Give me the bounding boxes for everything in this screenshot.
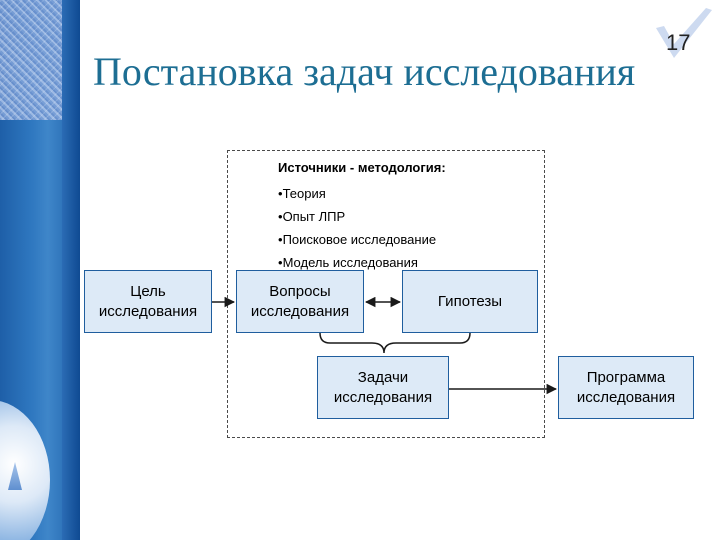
sources-item-label: Теория xyxy=(282,186,326,201)
methodology-region xyxy=(227,150,545,438)
sources-list: •Теория •Опыт ЛПР •Поисковое исследовани… xyxy=(278,186,446,278)
node-questions: Вопросы исследования xyxy=(236,270,364,333)
slide-title: Постановка задач исследования xyxy=(93,49,636,94)
sources-list-item: •Теория xyxy=(278,186,446,209)
bullet-icon: • xyxy=(278,186,283,201)
strip-edge xyxy=(62,0,80,540)
sources-item-label: Поисковое исследование xyxy=(282,232,437,247)
page-number: 17 xyxy=(666,30,691,55)
sources-heading: Источники - методология: xyxy=(278,160,446,175)
globe-graphic xyxy=(0,400,50,540)
sources-block: Источники - методология: •Теория •Опыт Л… xyxy=(278,160,446,278)
sources-list-item: •Опыт ЛПР xyxy=(278,209,446,232)
bullet-icon: • xyxy=(278,232,283,247)
sources-list-item: •Модель исследования xyxy=(278,255,446,278)
bullet-icon: • xyxy=(278,209,283,224)
node-program: Программа исследования xyxy=(558,356,694,419)
node-tasks: Задачи исследования xyxy=(317,356,449,419)
sources-list-item: •Поисковое исследование xyxy=(278,232,446,255)
bullet-icon: • xyxy=(278,255,283,270)
node-goal: Цель исследования xyxy=(84,270,212,333)
sources-item-label: Модель исследования xyxy=(282,255,418,270)
node-hypotheses: Гипотезы xyxy=(402,270,538,333)
checkmark-icon xyxy=(656,8,712,58)
decorative-left-strip xyxy=(0,0,80,540)
sources-item-label: Опыт ЛПР xyxy=(282,209,346,224)
